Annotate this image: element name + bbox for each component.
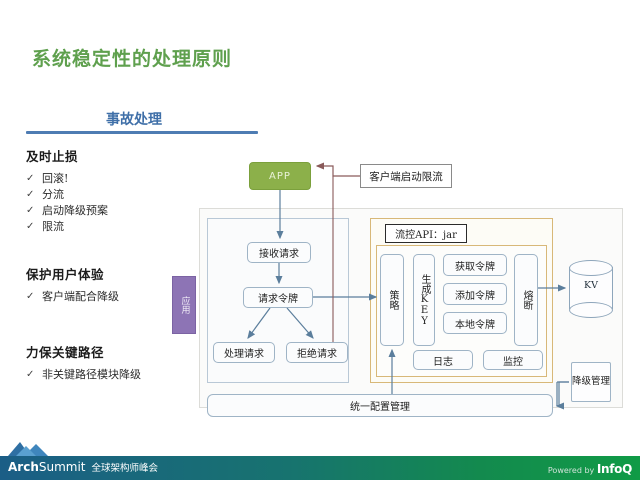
bullet-group-3: 力保关键路径 ✓ 非关键路径模块降级 [26, 342, 196, 382]
node-get-token[interactable]: 获取令牌 [443, 254, 507, 276]
node-generate-key[interactable]: 生成KEY [413, 254, 435, 346]
list-item-label: 限流 [42, 220, 64, 233]
node-process-request[interactable]: 处理请求 [213, 342, 275, 363]
footer-brand-cn: 全球架构师峰会 [91, 463, 159, 474]
list-item: ✓ 启动降级预案 [26, 203, 196, 218]
node-unified-config[interactable]: 统一配置管理 [207, 394, 553, 417]
node-application-label: 应用 [179, 296, 190, 314]
node-generate-key-label: 生成KEY [419, 273, 430, 327]
list-item-label: 启动降级预案 [42, 204, 108, 217]
bullet-list: ✓ 客户端配合降级 [26, 289, 196, 304]
node-receive-request[interactable]: 接收请求 [247, 242, 311, 263]
bullet-group-2: 保护用户体验 ✓ 客户端配合降级 [26, 264, 196, 304]
node-degrade-management[interactable]: 降级管理 [571, 362, 611, 402]
section-divider [26, 131, 258, 134]
group-heading: 保护用户体验 [26, 267, 105, 282]
list-item-label: 回滚! [42, 172, 69, 185]
node-kv-store[interactable]: KV [569, 260, 613, 318]
kv-label: KV [584, 280, 598, 291]
page-title: 系统稳定性的处理原则 [32, 48, 233, 70]
group-heading: 力保关键路径 [26, 345, 105, 360]
footer-powered-by: Powered by InfoQ [548, 462, 632, 476]
cylinder-top [569, 260, 613, 276]
check-icon: ✓ [26, 189, 35, 200]
list-item: ✓ 分流 [26, 187, 196, 202]
node-reject-request[interactable]: 拒绝请求 [286, 342, 348, 363]
node-policy[interactable]: 策略 [380, 254, 404, 346]
node-request-token[interactable]: 请求令牌 [243, 287, 313, 308]
list-item-label: 分流 [42, 188, 64, 201]
label-flow-control-api: 流控API：jar [385, 224, 467, 243]
mountain-logo-icon [8, 442, 48, 456]
list-item: ✓ 非关键路径模块降级 [26, 367, 196, 382]
group-heading: 及时止损 [26, 149, 79, 164]
check-icon: ✓ [26, 221, 35, 232]
left-column: 及时止损 ✓ 回滚! ✓ 分流 ✓ 启动降级预案 ✓ 限流 [26, 146, 196, 384]
connector-lines [247, 162, 569, 410]
footer-brand: ArchSummit 全球架构师峰会 [8, 460, 158, 474]
footer-brand-thin: Summit [38, 460, 86, 474]
cylinder-bottom [569, 302, 613, 318]
list-item-label: 客户端配合降级 [42, 290, 119, 303]
list-item: ✓ 限流 [26, 219, 196, 234]
list-item: ✓ 回滚! [26, 171, 196, 186]
list-item-label: 非关键路径模块降级 [42, 368, 141, 381]
section-title: 事故处理 [106, 112, 162, 128]
footer-brand-bold: Arch [8, 460, 39, 474]
node-local-token[interactable]: 本地令牌 [443, 312, 507, 334]
check-icon: ✓ [26, 205, 35, 216]
check-icon: ✓ [26, 173, 35, 184]
bullet-list: ✓ 非关键路径模块降级 [26, 367, 196, 382]
node-circuit-breaker[interactable]: 熔断 [514, 254, 538, 346]
node-log[interactable]: 日志 [413, 350, 473, 370]
callout-client-throttle: 客户端启动限流 [360, 164, 452, 188]
infoq-logo-text: InfoQ [596, 462, 632, 476]
bullet-list: ✓ 回滚! ✓ 分流 ✓ 启动降级预案 ✓ 限流 [26, 171, 196, 234]
node-circuit-breaker-label: 熔断 [521, 290, 532, 310]
node-application-vertical[interactable]: 应用 [172, 276, 196, 334]
app-node[interactable]: APP [249, 162, 311, 190]
list-item: ✓ 客户端配合降级 [26, 289, 196, 304]
check-icon: ✓ [26, 291, 35, 302]
footer-bar: ArchSummit 全球架构师峰会 Powered by InfoQ [0, 456, 640, 480]
node-add-token[interactable]: 添加令牌 [443, 283, 507, 305]
node-monitor[interactable]: 监控 [483, 350, 543, 370]
bullet-group-1: 及时止损 ✓ 回滚! ✓ 分流 ✓ 启动降级预案 ✓ 限流 [26, 146, 196, 234]
node-policy-label: 策略 [387, 290, 398, 310]
check-icon: ✓ [26, 369, 35, 380]
architecture-diagram: APP 客户端启动限流 接收请求 请求令牌 处理请求 拒绝请求 流控API：ja… [165, 150, 635, 435]
powered-by-text: Powered by [547, 466, 595, 475]
